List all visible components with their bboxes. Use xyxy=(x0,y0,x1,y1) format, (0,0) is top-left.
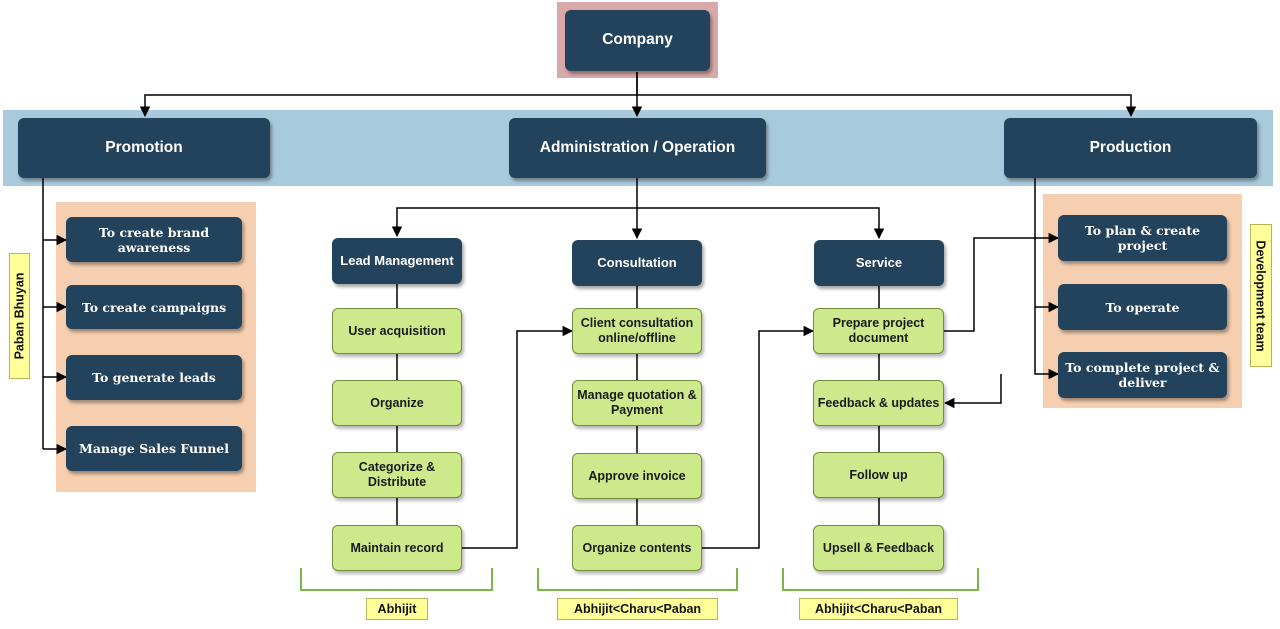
promotion-node: Promotion xyxy=(18,118,270,178)
edge-lead-to-consultation xyxy=(462,325,574,549)
lead-management-node: Lead Management xyxy=(332,238,462,284)
owner-production-label: Development team xyxy=(1254,239,1268,352)
edge-production-feedback xyxy=(943,374,1002,409)
owner-tag-production: Development team xyxy=(1250,224,1272,367)
owner-tag-consultation: Abhijit<Charu<Paban xyxy=(557,598,718,620)
consultation-step-quotation: Manage quotation & Payment xyxy=(572,380,702,426)
bracket-service xyxy=(782,568,979,591)
consultation-step-organize-contents: Organize contents xyxy=(572,525,702,571)
edge-consultation-to-service xyxy=(702,325,815,549)
production-task-complete-deliver: To complete project & deliver xyxy=(1058,352,1227,398)
service-step-prepare-document: Prepare project document xyxy=(813,308,944,354)
service-node: Service xyxy=(814,240,944,286)
promotion-task-campaigns: To create campaigns xyxy=(66,285,242,329)
owner-tag-service: Abhijit<Charu<Paban xyxy=(799,598,958,620)
lead-step-organize: Organize xyxy=(332,380,462,426)
owner-tag-lead: Abhijit xyxy=(366,598,428,620)
lead-step-maintain-record: Maintain record xyxy=(332,525,462,571)
production-task-plan-create: To plan & create project xyxy=(1058,215,1227,261)
bracket-lead xyxy=(300,568,493,591)
promotion-task-sales-funnel: Manage Sales Funnel xyxy=(66,426,242,471)
owner-tag-promotion: Paban Bhuyan xyxy=(9,253,30,379)
edge-service-to-production xyxy=(944,232,1060,332)
bracket-consultation xyxy=(537,568,738,591)
consultation-step-approve-invoice: Approve invoice xyxy=(572,453,702,499)
edge-admin-service xyxy=(637,207,885,240)
consultation-node: Consultation xyxy=(572,240,702,286)
promotion-task-leads: To generate leads xyxy=(66,355,242,400)
service-step-upsell-feedback: Upsell & Feedback xyxy=(813,525,944,571)
production-node: Production xyxy=(1004,118,1257,178)
production-task-operate: To operate xyxy=(1058,284,1227,330)
lead-step-user-acquisition: User acquisition xyxy=(332,308,462,354)
lead-step-categorize: Categorize & Distribute xyxy=(332,452,462,498)
promotion-task-brand-awareness: To create brand awareness xyxy=(66,217,242,262)
company-node: Company xyxy=(565,10,710,71)
edge-admin-units xyxy=(391,178,638,238)
owner-promotion-label: Paban Bhuyan xyxy=(12,272,27,360)
service-step-follow-up: Follow up xyxy=(813,452,944,498)
administration-node: Administration / Operation xyxy=(509,118,766,178)
service-step-feedback-updates: Feedback & updates xyxy=(813,380,944,426)
consultation-step-client-consultation: Client consultation online/offline xyxy=(572,308,702,354)
